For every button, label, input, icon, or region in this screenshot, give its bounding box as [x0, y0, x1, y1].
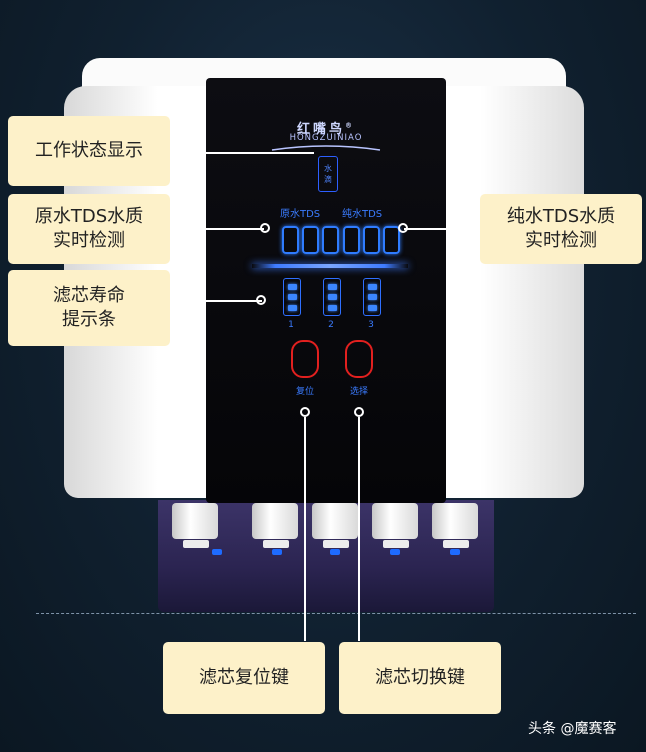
- callout-pure-tds: 纯水TDS水质 实时检测: [480, 194, 642, 264]
- filter-number: 3: [368, 320, 374, 330]
- leader-line-pure-tds: [404, 228, 482, 230]
- leader-line-reset: [304, 417, 306, 641]
- leader-end-pure-tds: [398, 223, 408, 233]
- leader-line-status: [168, 152, 314, 154]
- segment-digit: [383, 226, 400, 254]
- filter-number: 2: [328, 320, 334, 330]
- fitting-lock-blue: [390, 549, 400, 555]
- pure-tds-label: 纯水TDS: [342, 209, 383, 220]
- raw-tds-digits: [282, 226, 339, 256]
- segment-digit: [343, 226, 360, 254]
- filter-life-bar-3: [363, 278, 381, 316]
- fitting-lock-blue: [450, 549, 460, 555]
- leader-line-raw-tds: [168, 228, 264, 230]
- leader-end-switch: [354, 407, 364, 417]
- callout-work-status: 工作状态显示: [8, 116, 170, 186]
- callout-filter-life: 滤芯寿命 提示条: [8, 270, 170, 346]
- fitting-lock-blue: [330, 549, 340, 555]
- raw-tds-label: 原水TDS: [280, 209, 321, 220]
- filter-cap-2: [252, 503, 298, 539]
- segment-digit: [302, 226, 319, 254]
- filter-life-bar-2: [323, 278, 341, 316]
- callout-reset-key: 滤芯复位键: [163, 642, 325, 714]
- brand-name: 红嘴鸟®: [296, 121, 355, 137]
- segment-digit: [363, 226, 380, 254]
- leader-end-filter-life: [256, 295, 266, 305]
- select-button[interactable]: [345, 340, 373, 378]
- fitting-clip: [263, 540, 289, 548]
- filter-cap-1: [172, 503, 218, 539]
- callout-raw-tds: 原水TDS水质 实时检测: [8, 194, 170, 264]
- callout-switch-key: 滤芯切换键: [339, 642, 501, 714]
- reset-button[interactable]: [291, 340, 319, 378]
- select-label: 选择: [349, 387, 368, 397]
- reset-label: 复位: [295, 387, 314, 397]
- filter-cap-3: [312, 503, 358, 539]
- fitting-lock-blue: [272, 549, 282, 555]
- pure-tds-digits: [343, 226, 400, 256]
- fitting-clip: [323, 540, 349, 548]
- fitting-clip: [183, 540, 209, 548]
- segment-digit: [322, 226, 339, 254]
- control-panel: [206, 78, 446, 503]
- filter-number: 1: [288, 320, 294, 330]
- leader-end-reset: [300, 407, 310, 417]
- dashed-divider: [36, 613, 636, 614]
- brand-name-en: HONGZUINIAO: [289, 133, 363, 143]
- brand-swoosh-icon: [271, 145, 381, 151]
- leader-line-switch: [358, 417, 360, 641]
- display-divider-glow: [252, 264, 408, 268]
- water-status-icon: 水 滴: [318, 156, 338, 192]
- filter-cap-4: [372, 503, 418, 539]
- watermark: 头条 @魔赛客: [528, 721, 617, 737]
- fitting-clip: [443, 540, 469, 548]
- segment-digit: [282, 226, 299, 254]
- fitting-lock-blue: [212, 549, 222, 555]
- leader-line-filter-life: [168, 300, 262, 302]
- filter-life-bar-1: [283, 278, 301, 316]
- fitting-clip: [383, 540, 409, 548]
- leader-end-raw-tds: [260, 223, 270, 233]
- filter-cap-5: [432, 503, 478, 539]
